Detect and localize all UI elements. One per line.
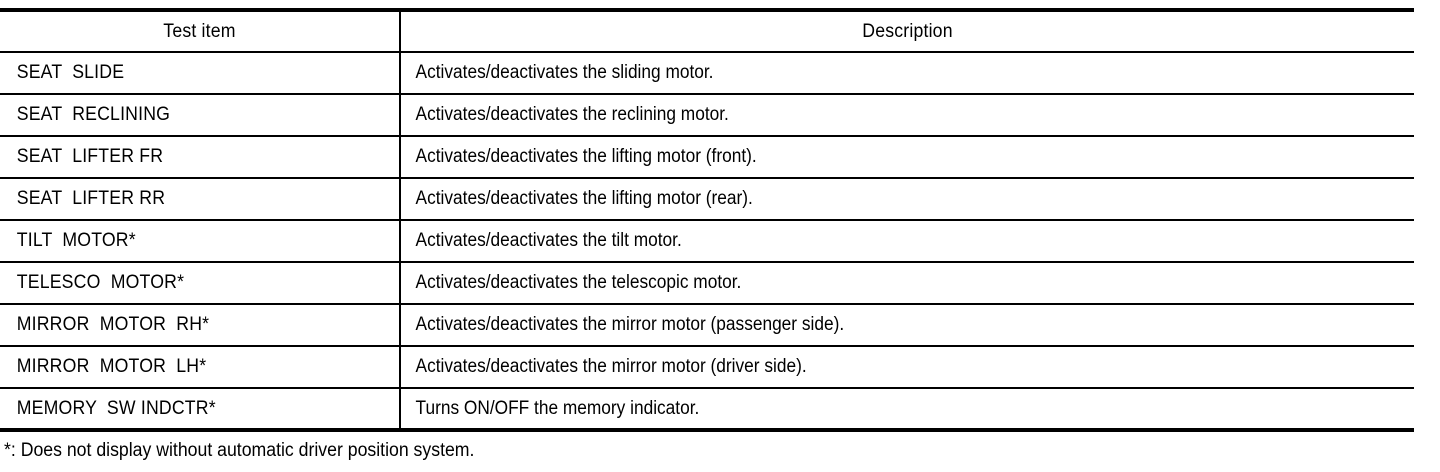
cell-test-item: SEAT LIFTER FR [0,136,401,179]
cell-description: Activates/deactivates the mirror motor (… [400,346,1414,389]
cell-description: Activates/deactivates the mirror motor (… [400,304,1414,347]
table-row: MIRROR MOTOR RH* Activates/deactivates th… [0,304,1414,347]
description-label: Activates/deactivates the reclining moto… [415,104,729,125]
cell-description: Turns ON/OFF the memory indicator. [400,388,1414,430]
description-label: Activates/deactivates the lifting motor … [415,146,757,167]
test-item-label: MEMORY SW INDCTR* [16,397,216,419]
cell-description: Activates/deactivates the lifting motor … [400,178,1414,221]
test-item-label: SEAT LIFTER FR [16,146,164,167]
description-label: Activates/deactivates the sliding motor. [415,62,714,83]
column-header-description: Description [400,10,1414,53]
test-item-label: SEAT RECLINING [16,104,171,125]
cell-test-item: SEAT RECLINING [0,94,401,137]
table-row: SEAT SLIDE Activates/deactivates the slid… [0,52,1414,95]
test-item-label: TELESCO MOTOR* [16,272,185,293]
cell-test-item: MIRROR MOTOR LH* [0,346,401,389]
table-row: TILT MOTOR* Activates/deactivates the til… [0,220,1414,263]
table-body: SEAT SLIDE Activates/deactivates the slid… [0,52,1414,430]
footnote: *: Does not display without automatic dr… [4,440,475,461]
column-header-test-item-label: Test item [163,20,236,42]
test-item-label: SEAT LIFTER RR [16,188,166,209]
test-item-label: TILT MOTOR* [16,230,136,251]
cell-test-item: TELESCO MOTOR* [0,262,401,305]
cell-description: Activates/deactivates the telescopic mot… [400,262,1414,305]
column-header-description-label: Description [862,20,953,42]
table-header: Test item Description [0,10,1414,53]
description-label: Turns ON/OFF the memory indicator. [415,397,700,419]
table-row: SEAT LIFTER RR Activates/deactivates the … [0,178,1414,221]
table-header-row: Test item Description [0,10,1414,53]
cell-test-item: MIRROR MOTOR RH* [0,304,401,347]
description-label: Activates/deactivates the mirror motor (… [415,314,845,335]
table-row: SEAT LIFTER FR Activates/deactivates the … [0,136,1414,179]
cell-description: Activates/deactivates the sliding motor. [400,52,1414,95]
cell-test-item: SEAT SLIDE [0,52,401,95]
cell-description: Activates/deactivates the lifting motor … [400,136,1414,179]
table-row: MIRROR MOTOR LH* Activates/deactivates th… [0,346,1414,389]
cell-test-item: SEAT LIFTER RR [0,178,401,221]
cell-description: Activates/deactivates the tilt motor. [400,220,1414,263]
table-row: SEAT RECLINING Activates/deactivates the … [0,94,1414,137]
column-header-test-item: Test item [0,10,401,53]
description-label: Activates/deactivates the mirror motor (… [415,356,807,377]
test-item-label: MIRROR MOTOR RH* [16,314,210,335]
test-item-table: Test item Description SEAT SLIDE Activate… [0,8,1414,432]
cell-test-item: TILT MOTOR* [0,220,401,263]
test-item-label: SEAT SLIDE [16,62,125,83]
table-row: TELESCO MOTOR* Activates/deactivates the … [0,262,1414,305]
description-label: Activates/deactivates the tilt motor. [415,230,682,251]
test-item-label: MIRROR MOTOR LH* [16,356,207,377]
description-label: Activates/deactivates the lifting motor … [415,188,753,209]
cell-description: Activates/deactivates the reclining moto… [400,94,1414,137]
table-row: MEMORY SW INDCTR* Turns ON/OFF the memory… [0,388,1414,430]
cell-test-item: MEMORY SW INDCTR* [0,388,401,430]
description-label: Activates/deactivates the telescopic mot… [415,272,742,293]
